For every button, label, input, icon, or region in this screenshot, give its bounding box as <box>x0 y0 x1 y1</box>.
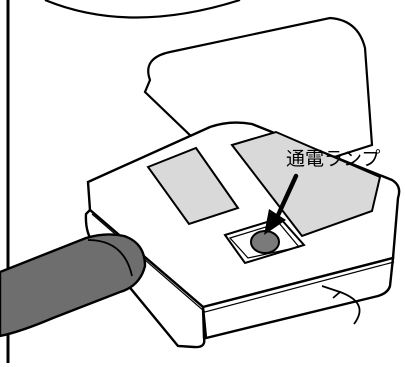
top-cable-line <box>45 0 240 18</box>
power-lamp-label: 通電ランプ <box>286 148 380 170</box>
cable-connector <box>0 234 145 336</box>
